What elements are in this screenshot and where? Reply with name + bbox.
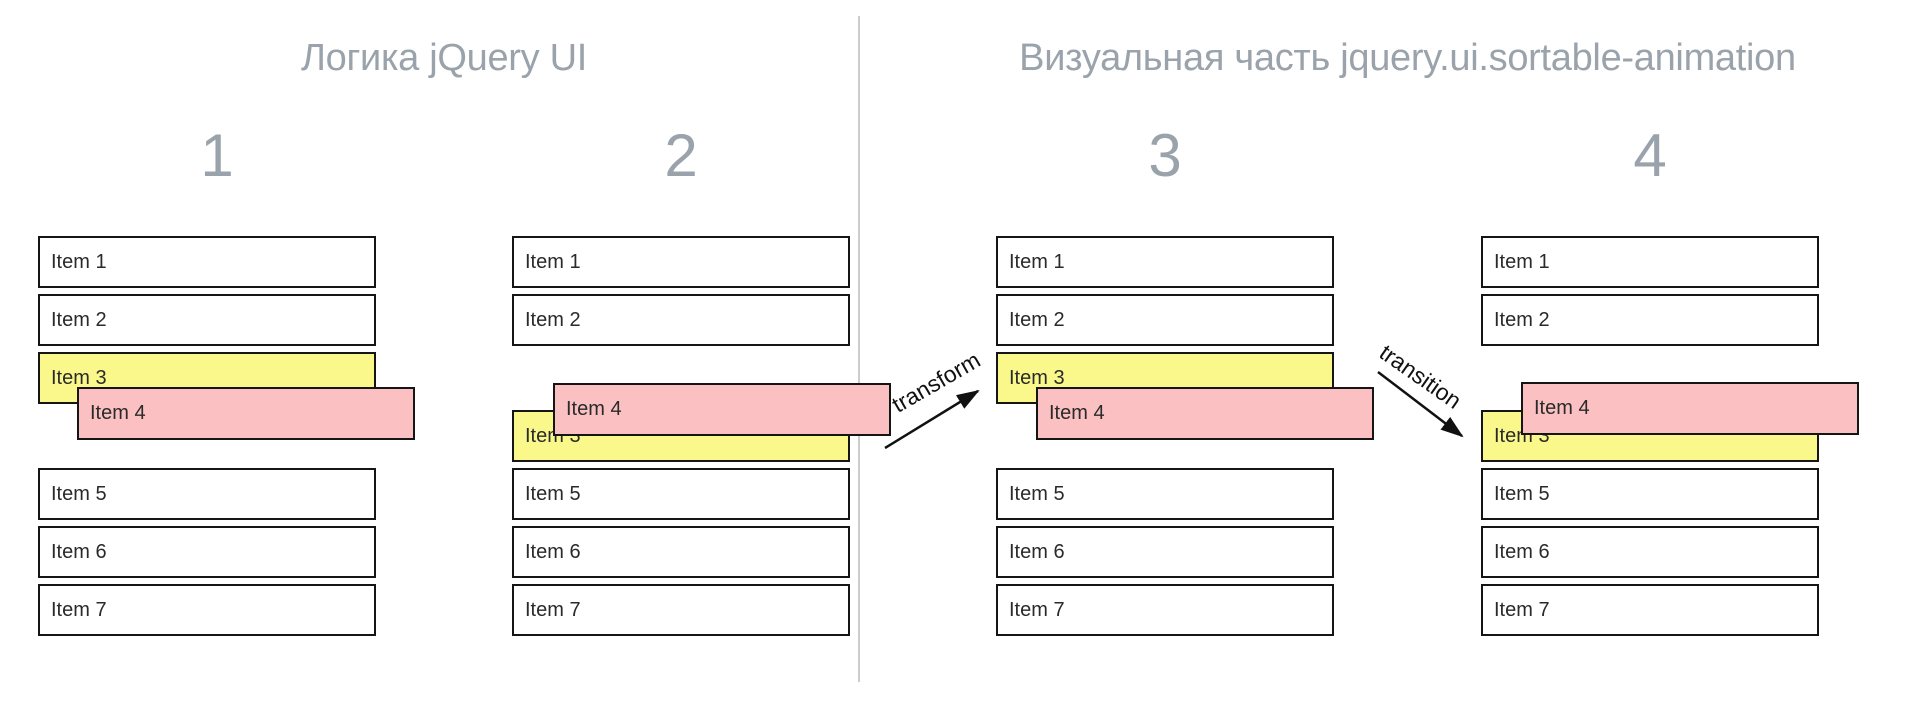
list-item-label: Item 2 (525, 308, 581, 331)
list-item-label: Item 5 (1009, 482, 1065, 505)
step-column-3: Item 1 Item 2 Item 3 Item 5 Item 6 Item … (996, 236, 1374, 636)
list-item-label: Item 3 (51, 366, 107, 389)
list-item-label: Item 5 (1494, 482, 1550, 505)
step-column-1: Item 1 Item 2 Item 3 Item 5 Item 6 Item … (38, 236, 415, 636)
list-item: Item 6 (38, 526, 376, 578)
dragged-item-label: Item 4 (1534, 397, 1590, 419)
list-item-label: Item 5 (51, 482, 107, 505)
list-item-label: Item 1 (51, 250, 107, 273)
dragged-item: Item 4 (553, 383, 891, 436)
list-item-label: Item 6 (51, 540, 107, 563)
dragged-item: Item 4 (1521, 382, 1859, 435)
list-item: Item 6 (512, 526, 850, 578)
dragged-item-label: Item 4 (1049, 402, 1105, 424)
list-item: Item 2 (996, 294, 1334, 346)
list-item: Item 2 (1481, 294, 1819, 346)
list-item: Item 6 (1481, 526, 1819, 578)
list-item: Item 7 (38, 584, 376, 636)
list-item-label: Item 7 (1494, 598, 1550, 621)
step-number-2: 2 (664, 122, 698, 189)
list-item: Item 6 (996, 526, 1334, 578)
dragged-item: Item 4 (77, 387, 415, 440)
list-item-label: Item 2 (51, 308, 107, 331)
list-item: Item 2 (512, 294, 850, 346)
transition-arrow (1377, 371, 1464, 438)
list-item-label: Item 6 (525, 540, 581, 563)
list-item: Item 7 (1481, 584, 1819, 636)
transform-arrow-label: transform (887, 347, 984, 418)
list-item-label: Item 1 (1009, 250, 1065, 273)
list-item-label: Item 7 (1009, 598, 1065, 621)
step-number-4: 4 (1633, 122, 1667, 189)
list-item-label: Item 6 (1494, 540, 1550, 563)
list-item: Item 1 (1481, 236, 1819, 288)
dragged-item-label: Item 4 (566, 398, 622, 420)
list-item: Item 7 (512, 584, 850, 636)
list-item-label: Item 2 (1494, 308, 1550, 331)
list-item: Item 5 (1481, 468, 1819, 520)
step-number-1: 1 (200, 122, 234, 189)
step-column-2: Item 1 Item 2 Item 3 Item 5 Item 6 Item … (512, 236, 891, 636)
transition-arrow-label: transition (1375, 339, 1466, 414)
list-item-label: Item 1 (525, 250, 581, 273)
list-item-label: Item 7 (525, 598, 581, 621)
step-number-3: 3 (1148, 122, 1182, 189)
list-item-label: Item 2 (1009, 308, 1065, 331)
list-item: Item 5 (38, 468, 376, 520)
step-column-4: Item 1 Item 2 Item 3 Item 5 Item 6 Item … (1481, 236, 1859, 636)
dragged-item: Item 4 (1036, 387, 1374, 440)
list-item-label: Item 7 (51, 598, 107, 621)
list-item: Item 5 (996, 468, 1334, 520)
list-item-label: Item 1 (1494, 250, 1550, 273)
list-item: Item 5 (512, 468, 850, 520)
list-item: Item 2 (38, 294, 376, 346)
list-item: Item 7 (996, 584, 1334, 636)
transform-arrow (884, 389, 980, 450)
list-item: Item 1 (512, 236, 850, 288)
list-item-label: Item 5 (525, 482, 581, 505)
list-item-label: Item 3 (1009, 366, 1065, 389)
section-title-left: Логика jQuery UI (301, 37, 587, 79)
list-item-label: Item 6 (1009, 540, 1065, 563)
list-item: Item 1 (38, 236, 376, 288)
list-item: Item 1 (996, 236, 1334, 288)
section-divider (858, 16, 860, 682)
dragged-item-label: Item 4 (90, 402, 146, 424)
section-title-right: Визуальная часть jquery.ui.sortable-anim… (1019, 37, 1796, 79)
